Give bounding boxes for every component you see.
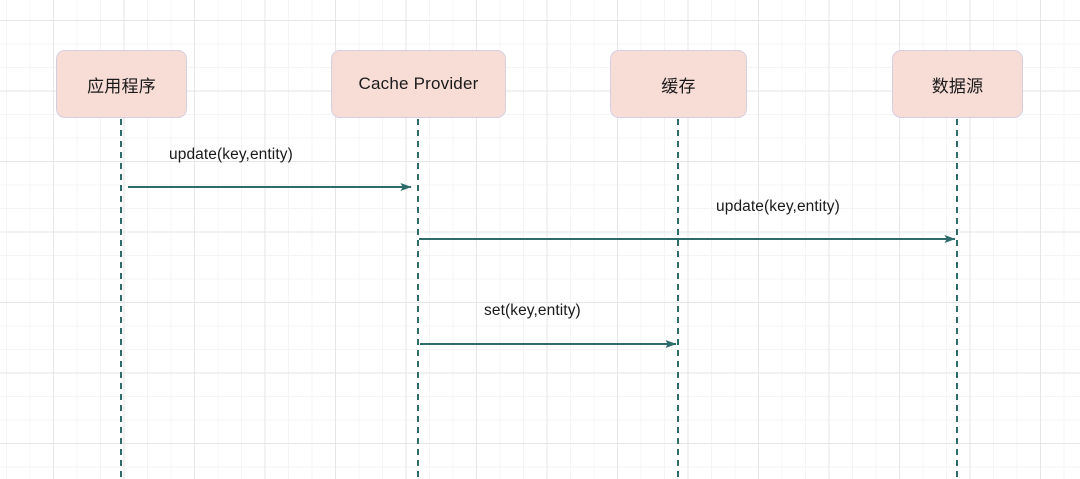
participant-label-app: 应用程序 [87, 76, 156, 96]
message-label-2: update(key,entity) [716, 198, 840, 215]
participant-box-cache[interactable]: 缓存 [610, 50, 747, 118]
participant-label-source: 数据源 [931, 76, 984, 96]
message-label-1: update(key,entity) [169, 146, 293, 163]
participant-box-source[interactable]: 数据源 [892, 50, 1023, 118]
messages-group [128, 183, 956, 348]
participant-label-cache: 缓存 [661, 76, 696, 96]
message-label-3: set(key,entity) [484, 302, 581, 319]
participant-box-app[interactable]: 应用程序 [56, 50, 187, 118]
participant-box-provider[interactable]: Cache Provider [331, 50, 506, 118]
participant-label-provider: Cache Provider [358, 74, 479, 93]
lifelines-group [120, 119, 958, 479]
